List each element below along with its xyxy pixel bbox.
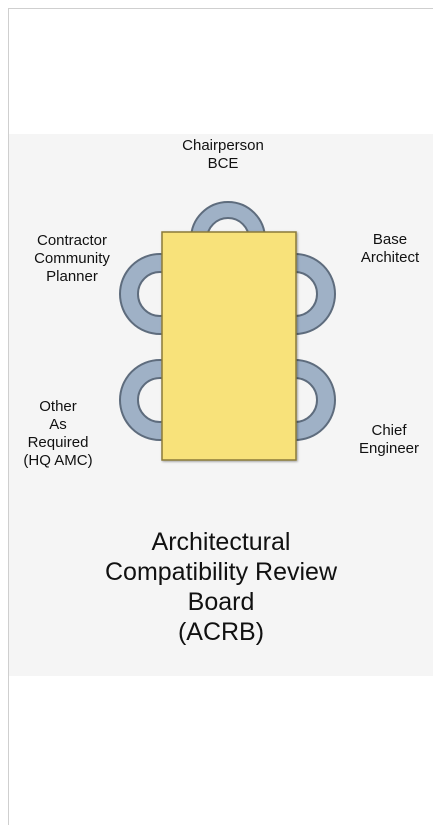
acrb-diagram-panel: Chairperson BCE Contractor Community Pla… [9,134,433,676]
board-table-diagram [119,201,336,461]
seat-label-right-lower: Chief Engineer [358,422,420,457]
diagram-title: Architectural Compatibility Review Board… [104,528,338,646]
page-frame: Chairperson BCE Contractor Community Pla… [8,8,433,825]
seat-label-top: Chairperson BCE [182,137,264,172]
seat-label-left-lower: Other As Required (HQ AMC) [23,398,93,469]
conference-table [161,231,297,461]
seat-label-right-upper: Base Architect [360,231,420,266]
seat-label-left-upper: Contractor Community Planner [34,232,110,285]
